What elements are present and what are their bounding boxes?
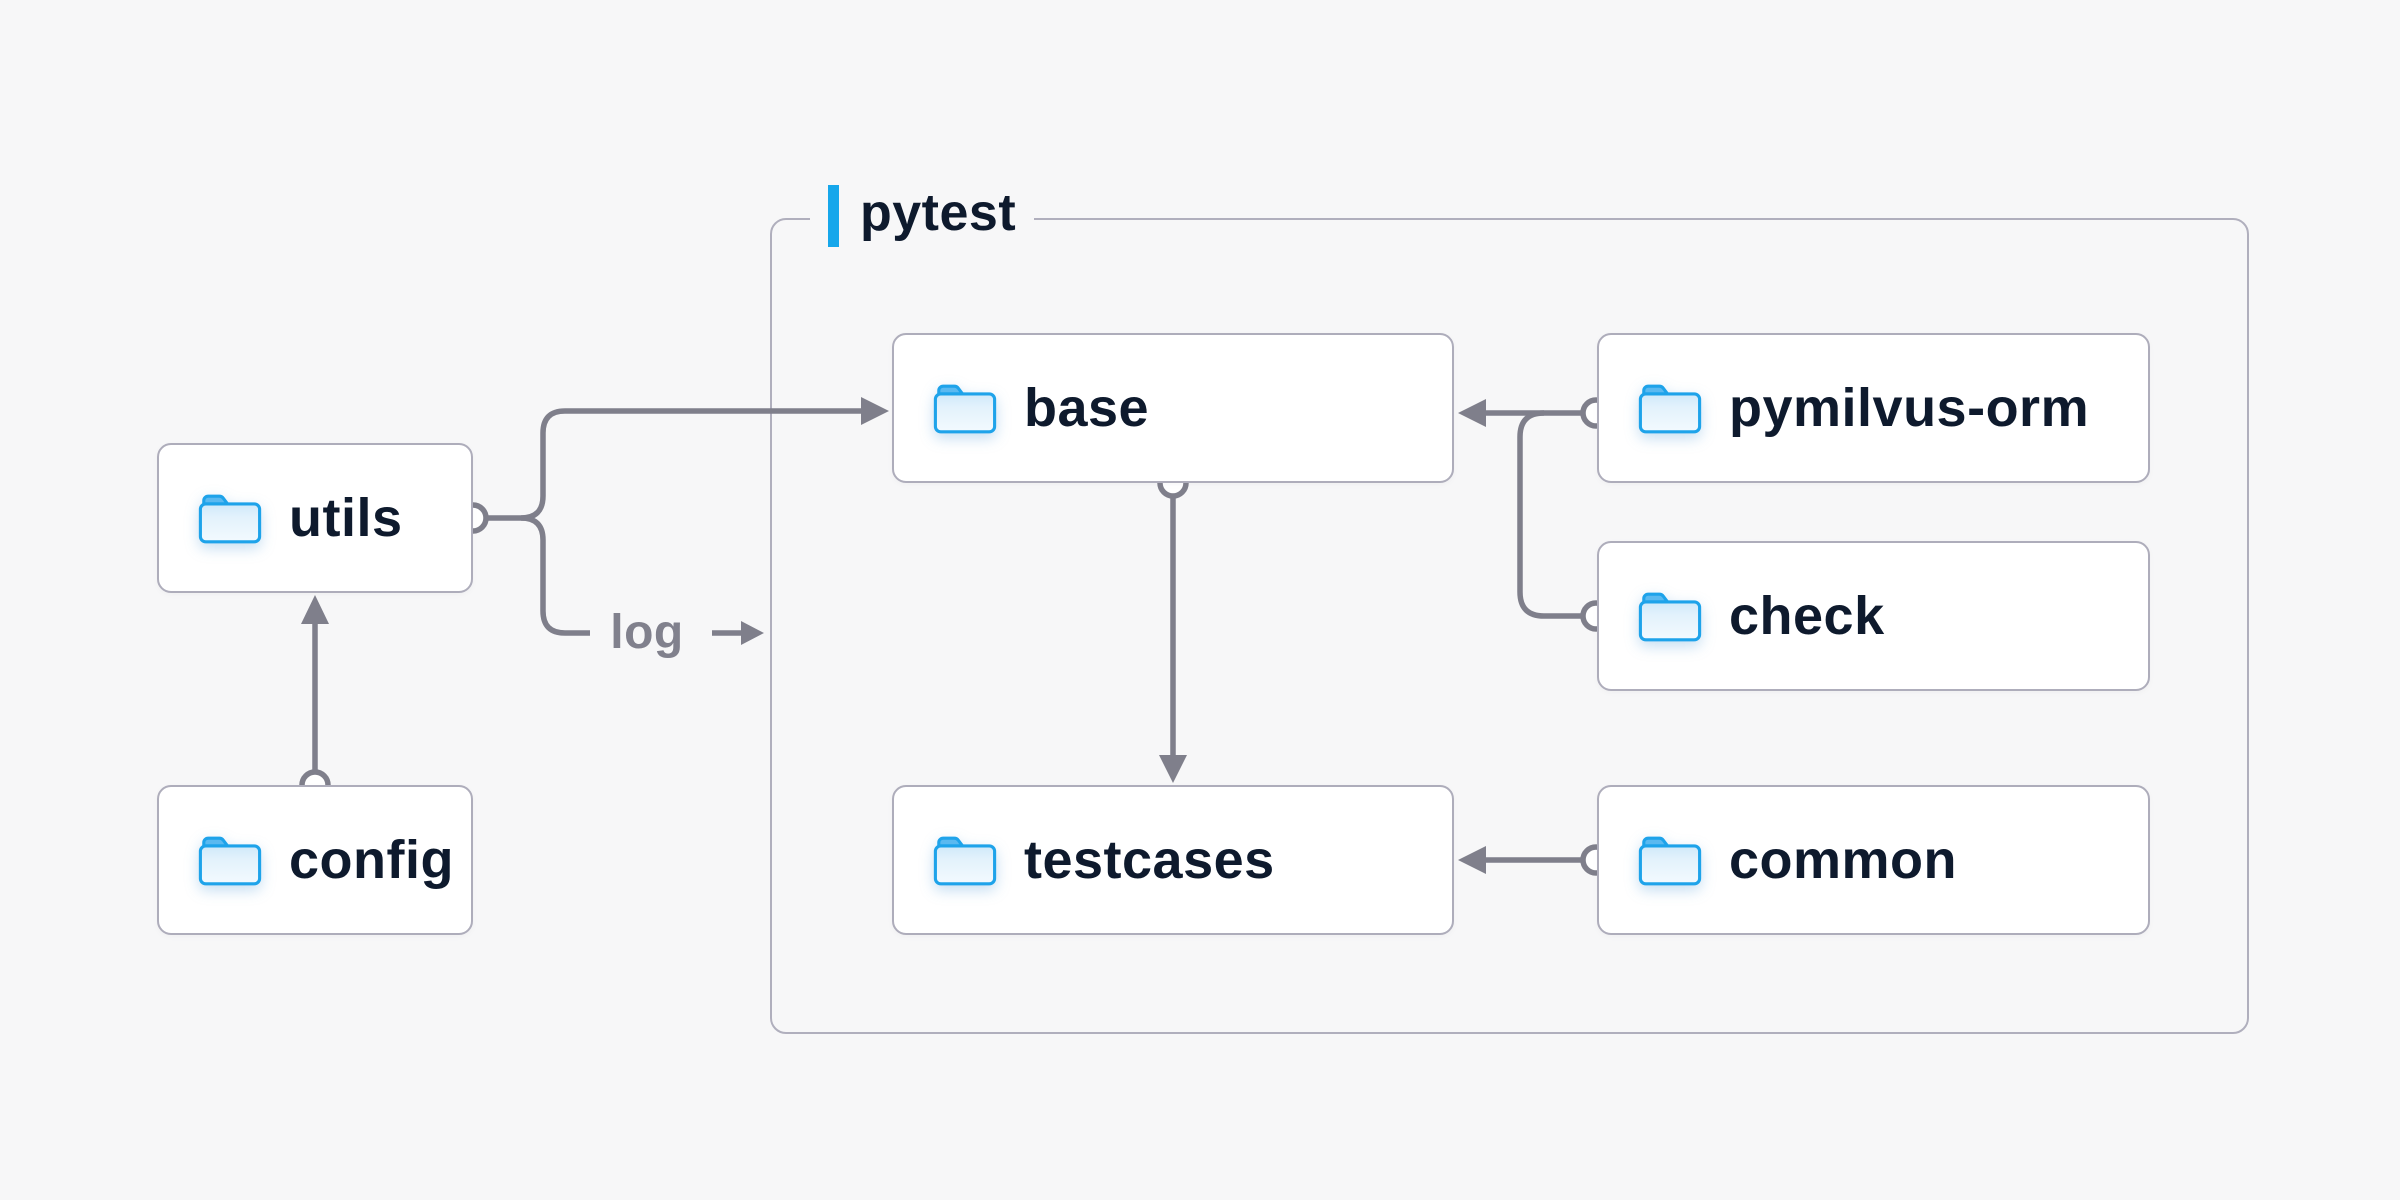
node-testcases: testcases <box>892 785 1454 935</box>
folder-icon <box>1638 836 1702 885</box>
node-label: utils <box>289 488 403 548</box>
node-label: pymilvus-orm <box>1729 378 2090 438</box>
pytest-group-label: pytest <box>810 183 1035 249</box>
node-label: config <box>289 830 454 890</box>
node-config: config <box>157 785 473 935</box>
node-label: common <box>1729 830 1958 890</box>
folder-icon <box>1638 592 1702 641</box>
folder-icon <box>933 836 997 885</box>
pytest-group <box>770 218 2249 1034</box>
group-title: pytest <box>860 184 1017 242</box>
edge-config-utils <box>299 595 331 801</box>
folder-icon <box>933 384 997 433</box>
node-utils: utils <box>157 443 473 593</box>
node-check: check <box>1597 541 2150 691</box>
accent-bar-icon <box>828 185 839 247</box>
log-edge-label: log <box>610 606 684 659</box>
node-label: base <box>1024 378 1150 438</box>
node-label: testcases <box>1024 830 1275 890</box>
node-base: base <box>892 333 1454 483</box>
node-common: common <box>1597 785 2150 935</box>
folder-icon <box>1638 384 1702 433</box>
node-pymilvus-orm: pymilvus-orm <box>1597 333 2150 483</box>
folder-icon <box>198 494 262 543</box>
node-label: check <box>1729 586 1885 646</box>
folder-icon <box>198 836 262 885</box>
